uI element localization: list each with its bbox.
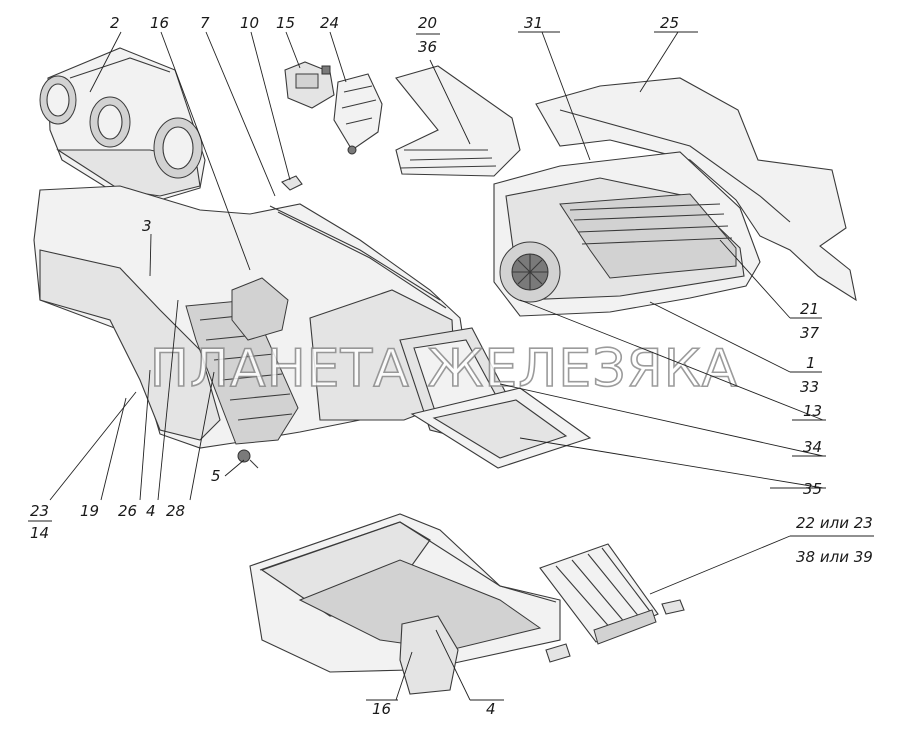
callout-4: 4 bbox=[146, 502, 156, 520]
callout-34: 34 bbox=[803, 438, 822, 456]
part-bracket bbox=[333, 73, 383, 155]
callout-23: 23 bbox=[30, 502, 49, 520]
callout-21: 21 bbox=[800, 300, 819, 318]
callout-20: 20 bbox=[418, 14, 437, 32]
callout-4-lower: 4 bbox=[486, 700, 496, 718]
callout-38-or-39: 38 или 39 bbox=[796, 548, 873, 566]
part-damper bbox=[395, 65, 521, 177]
part-gasket-frames bbox=[399, 327, 592, 469]
callout-26: 26 bbox=[118, 502, 137, 520]
callout-2: 2 bbox=[110, 14, 120, 32]
callout-13: 13 bbox=[803, 402, 822, 420]
leader-lines bbox=[49, 31, 824, 701]
callout-35: 35 bbox=[803, 480, 822, 498]
callout-3: 3 bbox=[142, 217, 152, 235]
part-lower-housing bbox=[249, 513, 561, 695]
callout-10: 10 bbox=[240, 14, 259, 32]
callout-19: 19 bbox=[80, 502, 99, 520]
callout-28: 28 bbox=[166, 502, 185, 520]
part-bolts bbox=[545, 599, 685, 663]
callout-1: 1 bbox=[806, 354, 816, 372]
part-clip bbox=[281, 175, 303, 191]
part-air-duct bbox=[39, 47, 206, 201]
part-screw bbox=[237, 449, 259, 469]
callout-31: 31 bbox=[524, 14, 543, 32]
callout-36: 36 bbox=[418, 38, 437, 56]
callout-5: 5 bbox=[211, 467, 221, 485]
watermark-text: ПЛАНЕТА ЖЕЛЕЗЯКА bbox=[150, 339, 738, 399]
callout-25: 25 bbox=[660, 14, 679, 32]
part-blower-assembly bbox=[493, 151, 761, 317]
callout-22-or-23: 22 или 23 bbox=[796, 514, 873, 532]
callout-33: 33 bbox=[800, 378, 819, 396]
callout-16: 16 bbox=[150, 14, 169, 32]
callout-labels: 2 16 7 10 15 24 20 36 31 25 3 21 37 1 33… bbox=[28, 14, 874, 718]
callout-7: 7 bbox=[200, 14, 210, 32]
part-heater-housing bbox=[33, 185, 469, 449]
part-switch bbox=[284, 61, 335, 109]
callout-37: 37 bbox=[800, 324, 820, 342]
callout-14: 14 bbox=[30, 524, 49, 542]
callout-16-lower: 16 bbox=[372, 700, 391, 718]
callout-15: 15 bbox=[276, 14, 295, 32]
callout-24: 24 bbox=[320, 14, 339, 32]
part-filter-panel bbox=[539, 543, 659, 645]
